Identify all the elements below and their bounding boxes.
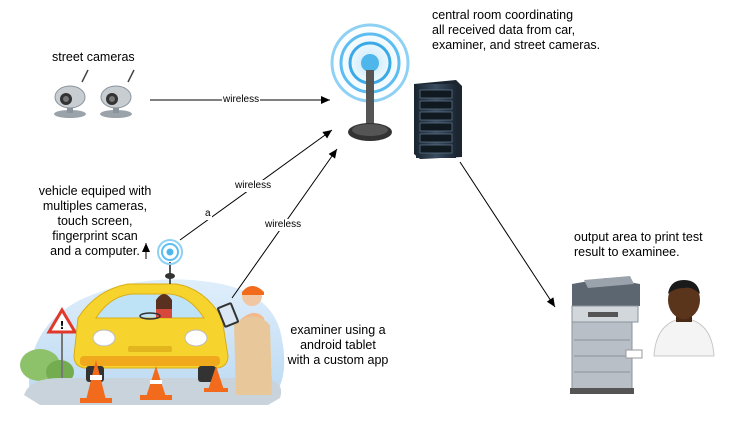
edge-label-car-extra: a (204, 208, 212, 220)
examiner-label: examiner using a android tablet with a c… (287, 323, 389, 367)
edge-label-examiner: wireless (264, 219, 303, 231)
server-rack-icon (414, 80, 462, 159)
edge-label-car: wireless (234, 180, 273, 192)
edge-server-to-printer (459, 161, 556, 308)
examinee-person-icon (653, 280, 715, 357)
street-cameras-label: street cameras (52, 50, 135, 64)
output-area-label: output area to print test result to exam… (574, 230, 703, 259)
driving-scene-illustration: ! (20, 239, 285, 405)
vehicle-label: vehicle equiped with multiples cameras, … (38, 184, 152, 258)
printer-icon (570, 276, 643, 394)
street-camera-icon (100, 69, 135, 118)
central-room-label: central room coordinating all received d… (432, 8, 601, 52)
edge-label-cameras: wireless (222, 94, 261, 106)
svg-text:!: ! (59, 319, 64, 332)
central-antenna-icon (326, 19, 414, 141)
street-camera-icon (54, 69, 89, 118)
